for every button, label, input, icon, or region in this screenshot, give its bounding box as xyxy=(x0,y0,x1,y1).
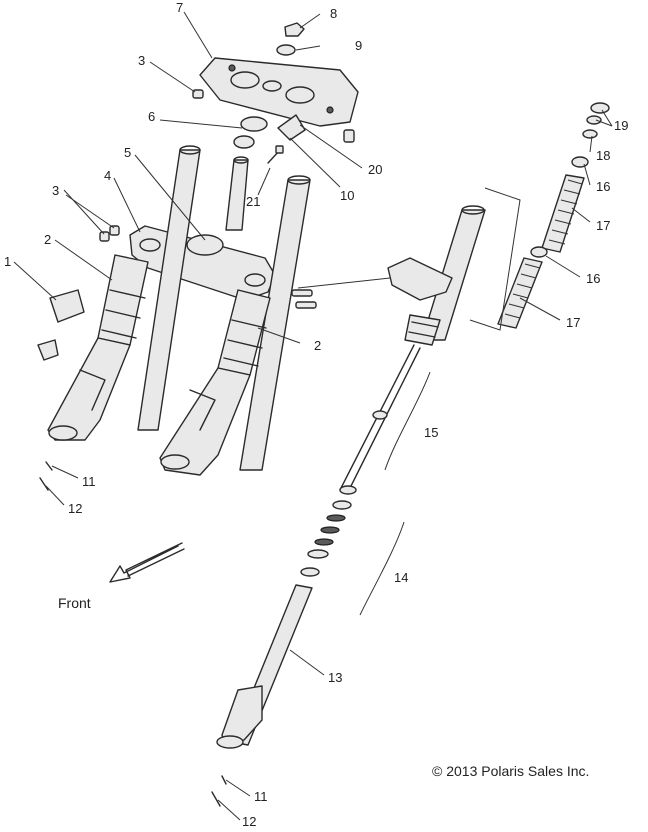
callout-2-right: 2 xyxy=(314,338,321,353)
callout-3-upper: 3 xyxy=(138,53,145,68)
bolt-part-3-upper xyxy=(192,89,204,99)
damper-rod xyxy=(339,344,421,495)
callout-1: 1 xyxy=(4,254,11,269)
pin-part-11-bottom xyxy=(221,775,227,785)
steering-stem xyxy=(225,156,249,231)
callout-16-lower: 16 xyxy=(586,271,600,286)
callout-16-upper: 16 xyxy=(596,179,610,194)
callout-6: 6 xyxy=(148,109,155,124)
spring-part-17-lower xyxy=(497,257,543,329)
spring-part-17-upper xyxy=(541,174,585,253)
bracket-15 xyxy=(384,371,431,471)
seal-part-18 xyxy=(582,129,598,139)
callout-11-left: 11 xyxy=(82,474,96,489)
bracket-14 xyxy=(359,521,405,616)
nut-part-8 xyxy=(284,22,305,37)
callout-7: 7 xyxy=(176,0,183,15)
callout-17-lower: 17 xyxy=(566,315,580,330)
callout-labels: 7 8 9 3 6 5 4 3 2 1 2 10 20 21 19 18 16 … xyxy=(4,0,628,829)
bolt-part-21 xyxy=(267,145,284,164)
callout-20: 20 xyxy=(368,162,382,177)
copyright-notice: © 2013 Polaris Sales Inc. xyxy=(432,763,589,779)
bolts-part-3-left xyxy=(99,225,120,242)
bolt-part-12-left xyxy=(39,477,49,491)
spacer-part-16-upper xyxy=(571,156,589,168)
callout-10: 10 xyxy=(340,188,354,203)
callout-14: 14 xyxy=(394,570,408,585)
callout-13: 13 xyxy=(328,670,342,685)
bearing-part-6 xyxy=(233,116,268,149)
callout-12-left: 12 xyxy=(68,501,82,516)
lower-fork-leg xyxy=(216,584,313,749)
valve-stack xyxy=(300,500,352,577)
washer-part-9 xyxy=(276,44,296,56)
callout-11-bottom: 11 xyxy=(254,789,268,804)
front-label: Front xyxy=(58,595,91,611)
callout-5: 5 xyxy=(124,145,131,160)
callout-3-left: 3 xyxy=(52,183,59,198)
cap-part-19 xyxy=(586,102,610,125)
bolt-part-12-bottom xyxy=(211,791,221,807)
callout-4: 4 xyxy=(104,168,111,183)
bracket-part-10 xyxy=(277,114,306,141)
fork-tube-right xyxy=(159,175,311,476)
callout-18: 18 xyxy=(596,148,610,163)
callout-2-left: 2 xyxy=(44,232,51,247)
callout-21: 21 xyxy=(246,194,260,209)
callout-15: 15 xyxy=(424,425,438,440)
upper-triple-clamp xyxy=(199,57,359,127)
spacer-part-16-lower xyxy=(530,246,548,258)
front-direction-arrow xyxy=(109,542,185,583)
guard-part-1 xyxy=(37,289,85,361)
fork-tube-left xyxy=(47,145,201,441)
upper-fork-assembly-right xyxy=(387,205,486,346)
callout-17-upper: 17 xyxy=(596,218,610,233)
callout-8: 8 xyxy=(330,6,337,21)
callout-9: 9 xyxy=(355,38,362,53)
fasteners-center xyxy=(291,289,317,309)
callout-12-bottom: 12 xyxy=(242,814,256,829)
leader-lines xyxy=(13,11,613,821)
bracket-17 xyxy=(469,187,521,331)
pin-part-20 xyxy=(343,129,355,143)
callout-19: 19 xyxy=(614,118,628,133)
pin-part-11-left xyxy=(45,461,53,471)
